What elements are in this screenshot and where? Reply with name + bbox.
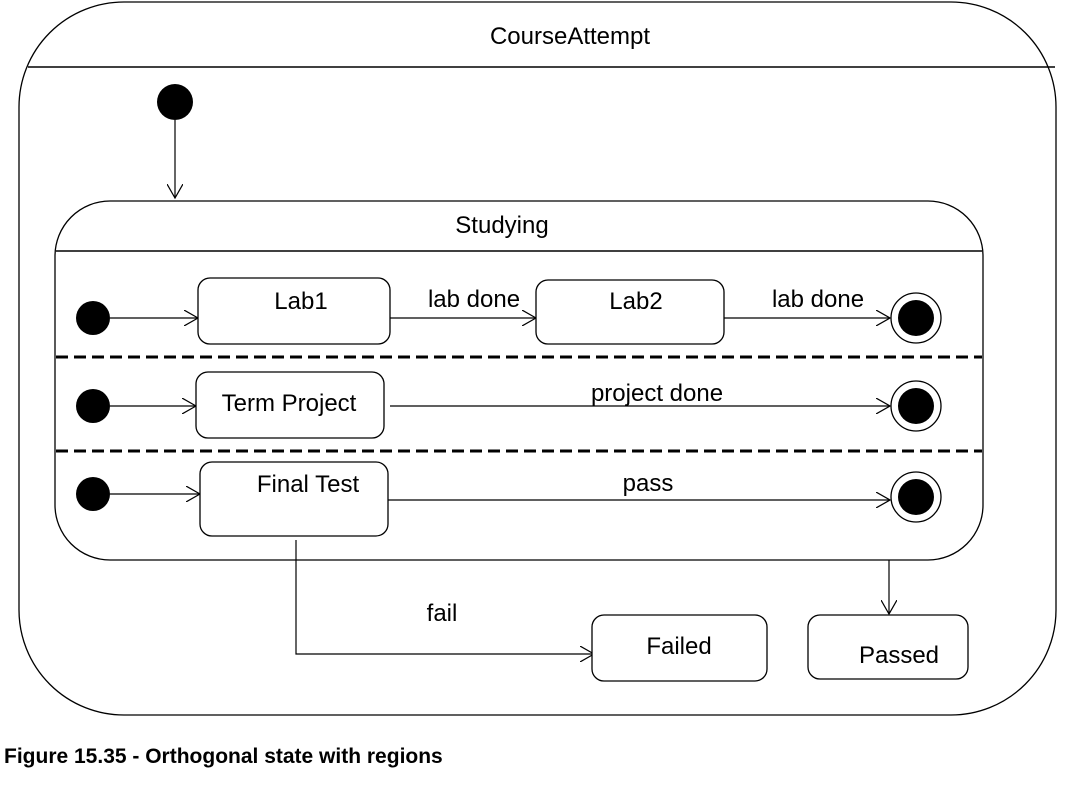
pass-label: pass (623, 470, 674, 497)
passed-label: Passed (859, 642, 939, 669)
region1-initial-pseudostate (76, 301, 110, 335)
figure-caption: Figure 15.35 - Orthogonal state with reg… (4, 745, 443, 768)
passed-state: Passed (807, 614, 969, 680)
studying-title: Studying (455, 212, 548, 239)
region-term-project: Term Project project done (76, 371, 942, 439)
project-done-label: project done (591, 380, 723, 407)
fail-label: fail (427, 600, 458, 627)
course-attempt-title: CourseAttempt (490, 23, 650, 50)
region2-final-state (890, 380, 942, 432)
lab1-state: Lab1 (197, 277, 391, 345)
lab2-label: Lab2 (609, 288, 662, 315)
lab2-state: Lab2 (535, 279, 725, 345)
final-test-label: Final Test (257, 471, 360, 498)
lab1-label: Lab1 (274, 288, 327, 315)
lab-done-label-1: lab done (428, 286, 520, 313)
failed-label: Failed (646, 633, 711, 660)
region3-final-state (890, 471, 942, 523)
region2-initial-pseudostate (76, 389, 110, 423)
studying-state: Studying (54, 200, 984, 561)
term-project-state: Term Project (195, 371, 385, 439)
region-final-test: Final Test pass (76, 461, 942, 537)
term-project-label: Term Project (222, 390, 357, 417)
fail-transition-arrow (295, 540, 594, 654)
region3-initial-pseudostate (76, 477, 110, 511)
region1-final-state (890, 292, 942, 344)
lab-done-label-2: lab done (772, 286, 864, 313)
final-test-state: Final Test (199, 461, 389, 537)
outer-initial-pseudostate (157, 84, 193, 120)
failed-state: Failed (591, 614, 768, 682)
region-labs: Lab1 lab done Lab2 lab done (76, 277, 942, 345)
state-diagram: CourseAttempt Studying Lab1 lab done Lab… (18, 1, 1057, 716)
